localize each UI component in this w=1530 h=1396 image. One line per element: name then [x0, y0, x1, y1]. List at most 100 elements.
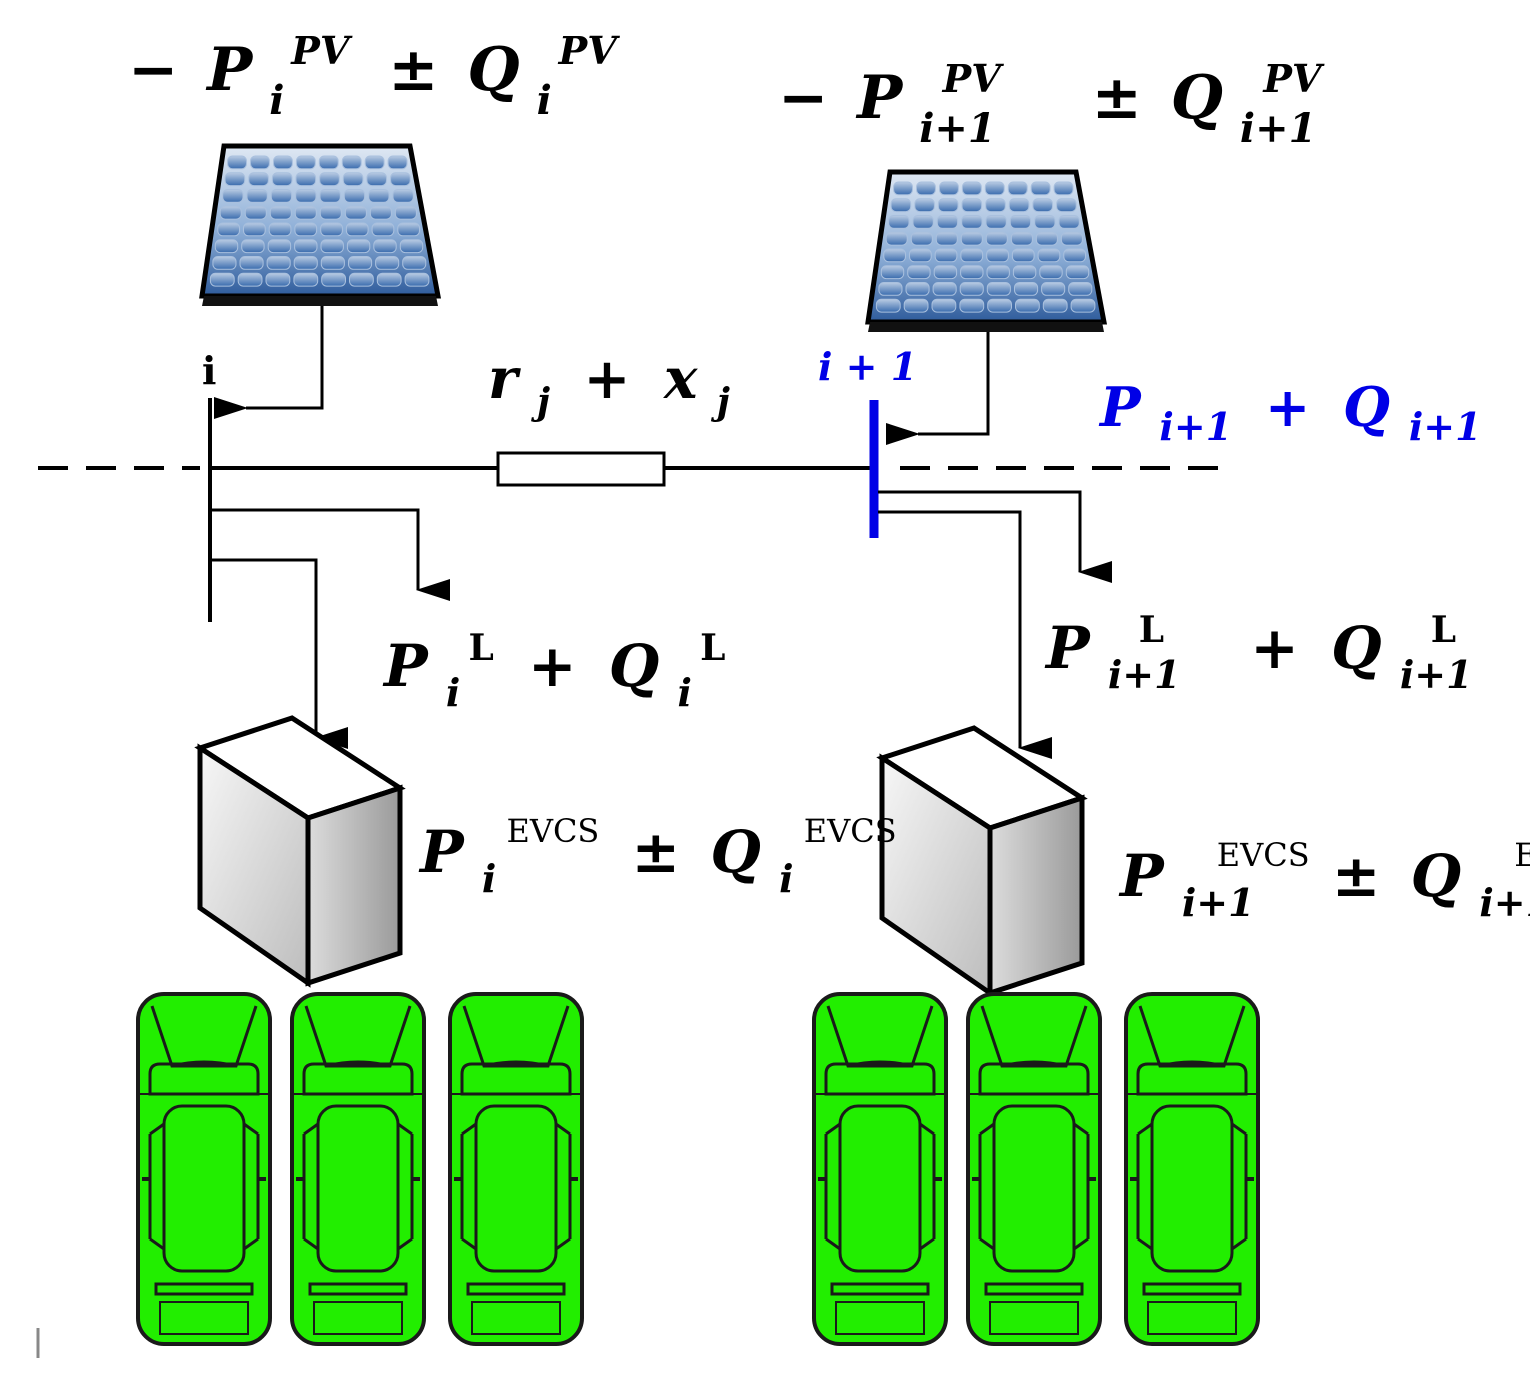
solar-cell [212, 256, 237, 270]
pv-i-plus-1-feed-arrow [886, 330, 990, 445]
solar-cell [224, 172, 246, 187]
solar-cell [1056, 198, 1077, 213]
solar-cell [910, 231, 933, 246]
solar-cell [376, 272, 402, 287]
solar-cell [1058, 215, 1080, 229]
solar-cell [319, 172, 340, 187]
solar-cell [265, 272, 291, 287]
pv-i-plus-1-power-label: − P i+1 PV ± Q i+1 PV [778, 37, 1337, 157]
solar-cell [931, 298, 957, 313]
solar-cell [246, 189, 268, 203]
solar-cell [368, 189, 390, 203]
solar-cell [342, 172, 364, 187]
solar-cell [399, 239, 424, 254]
solar-cell [294, 205, 317, 220]
solar-cell [909, 248, 932, 263]
bus-i-plus-1-label: i + 1 [818, 344, 917, 389]
solar-cell [960, 265, 984, 280]
solar-cell [320, 239, 344, 254]
solar-cell [880, 265, 905, 280]
solar-cell [986, 282, 1011, 296]
solar-cell [959, 282, 984, 296]
solar-cell [293, 256, 318, 270]
solar-cell [227, 155, 247, 170]
solar-cell [987, 298, 1012, 313]
solar-cell [397, 222, 421, 237]
solar-cell [1053, 181, 1074, 196]
solar-cell [402, 256, 427, 270]
solar-cell [320, 222, 343, 237]
solar-cell [239, 256, 264, 270]
solar-cell [960, 231, 983, 246]
solar-cell [294, 239, 318, 254]
solar-cell [295, 155, 316, 170]
evcs-i-plus-1-label: P i+1 EVCS ± Q i+1 EVCS [1118, 812, 1530, 930]
bus-i-label: i [202, 348, 216, 393]
solar-cell [217, 222, 241, 237]
load-i-label: P i L + Q i L [382, 606, 725, 720]
solar-cell [893, 181, 913, 196]
electric-car-icon [448, 992, 584, 1346]
solar-cell [912, 215, 934, 229]
solar-cell [293, 272, 319, 287]
solar-cell [269, 205, 292, 220]
solar-cell [888, 215, 910, 229]
solar-cell [984, 181, 1005, 196]
electric-car-icon [812, 992, 948, 1346]
solar-cell [1060, 231, 1083, 246]
solar-cell [237, 272, 263, 287]
solar-cell [1034, 215, 1056, 229]
solar-cell [295, 189, 317, 203]
solar-cell [1010, 231, 1033, 246]
pv-i-feed-arrow [214, 300, 324, 419]
solar-cell [1030, 181, 1051, 196]
solar-cell [1037, 248, 1061, 263]
solar-cell [243, 222, 266, 237]
load-i-plus-1-arrow [878, 490, 1112, 583]
solar-cell [319, 205, 342, 220]
solar-cell [349, 272, 374, 287]
solar-cell [364, 155, 385, 170]
solar-cell [366, 172, 387, 187]
solar-cell [371, 222, 395, 237]
solar-cell [244, 205, 267, 220]
solar-panel-icon [868, 172, 1104, 332]
solar-cell [961, 198, 983, 213]
solar-cell [219, 205, 242, 220]
solar-cell [344, 205, 367, 220]
solar-cell [885, 231, 908, 246]
solar-cell [985, 215, 1007, 229]
solar-cell [1014, 282, 1039, 296]
solar-cell [375, 256, 400, 270]
solar-cell [241, 239, 265, 254]
solar-cell [1035, 231, 1058, 246]
solar-cell [214, 239, 239, 254]
pv-i-power-label: − P i PV ± Q i PV [128, 9, 620, 129]
solar-cell [934, 248, 958, 263]
solar-cell [916, 181, 936, 196]
solar-cell [1065, 265, 1090, 280]
solar-cell [248, 172, 269, 187]
solar-cell [341, 155, 362, 170]
solar-cell [392, 189, 414, 203]
solar-cell [1007, 181, 1028, 196]
line-impedance-label: r j + x j [488, 346, 730, 428]
solar-cell [875, 298, 901, 313]
solar-cell [939, 181, 959, 196]
solar-cell [878, 282, 903, 296]
solar-cell [267, 239, 292, 254]
solar-cell [268, 222, 292, 237]
solar-cell [890, 198, 912, 213]
solar-cell [318, 155, 339, 170]
solar-cell [390, 172, 411, 187]
ev-charger-icon [200, 718, 400, 983]
solar-cell [933, 265, 958, 280]
solar-cell [345, 222, 369, 237]
solar-cell [270, 189, 293, 203]
bus-i-plus-1-power-label: P i+1 + Q i+1 [1098, 375, 1482, 453]
solar-cell [961, 181, 982, 196]
solar-cell [209, 272, 235, 287]
solar-cell [960, 248, 984, 263]
